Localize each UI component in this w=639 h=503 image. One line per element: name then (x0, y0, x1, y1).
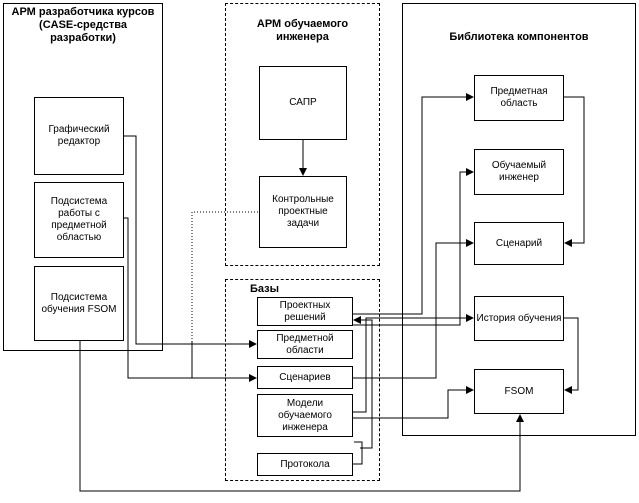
cad-label: САПР (289, 97, 317, 108)
component-library-title: Библиотека компонентов (449, 31, 589, 43)
fsom-subsystem-label: Подсистема обучения FSOM (41, 291, 117, 315)
scenario-library-label: Сценарий (495, 237, 543, 249)
history-library-block: История обучения (474, 296, 564, 341)
learner-model-db-block: Модели обучаемого инженера (257, 394, 353, 437)
scenarios-db-block: Сценариев (257, 366, 353, 389)
fsom-subsystem-block: Подсистема обучения FSOM (34, 266, 124, 341)
domain-db-label: Предметной области (276, 332, 334, 356)
databases-title: Базы (250, 283, 280, 295)
domain-library-block: Предметная область (474, 75, 564, 121)
domain-subsystem-label: Подсистема работы с предметной областью (50, 196, 108, 243)
graphic-editor-label: Графический редактор (48, 124, 110, 147)
control-tasks-block: Контрольные проектные задачи (259, 176, 347, 248)
control-tasks-label: Контрольные проектные задачи (272, 194, 334, 229)
scenario-library-block: Сценарий (474, 222, 564, 265)
domain-library-label: Предметная область (490, 86, 548, 109)
learner-library-label: Обучаемый инженер (491, 160, 547, 183)
graphic-editor-block: Графический редактор (34, 97, 124, 175)
scenarios-db-label: Сценариев (279, 371, 331, 383)
domain-subsystem-block: Подсистема работы с предметной областью (34, 182, 124, 258)
learner-model-db-label: Модели обучаемого инженера (278, 397, 332, 433)
protocol-db-label: Протокола (280, 458, 330, 470)
domain-db-block: Предметной области (257, 330, 353, 359)
protocol-db-block: Протокола (257, 453, 353, 476)
learner-workstation-title: АРМ обучаемого инженера (256, 18, 349, 43)
project-solutions-db-label: Проектных решений (279, 299, 331, 323)
project-solutions-db-block: Проектных решений (257, 297, 353, 326)
learner-library-block: Обучаемый инженер (474, 149, 564, 195)
fsom-library-block: FSOM (474, 369, 564, 414)
fsom-library-label: FSOM (504, 385, 534, 397)
cad-block: САПР (259, 66, 347, 140)
history-library-label: История обучения (476, 312, 562, 324)
developer-workstation-title: АРМ разработчика курсов (CASE-средства р… (11, 6, 155, 44)
